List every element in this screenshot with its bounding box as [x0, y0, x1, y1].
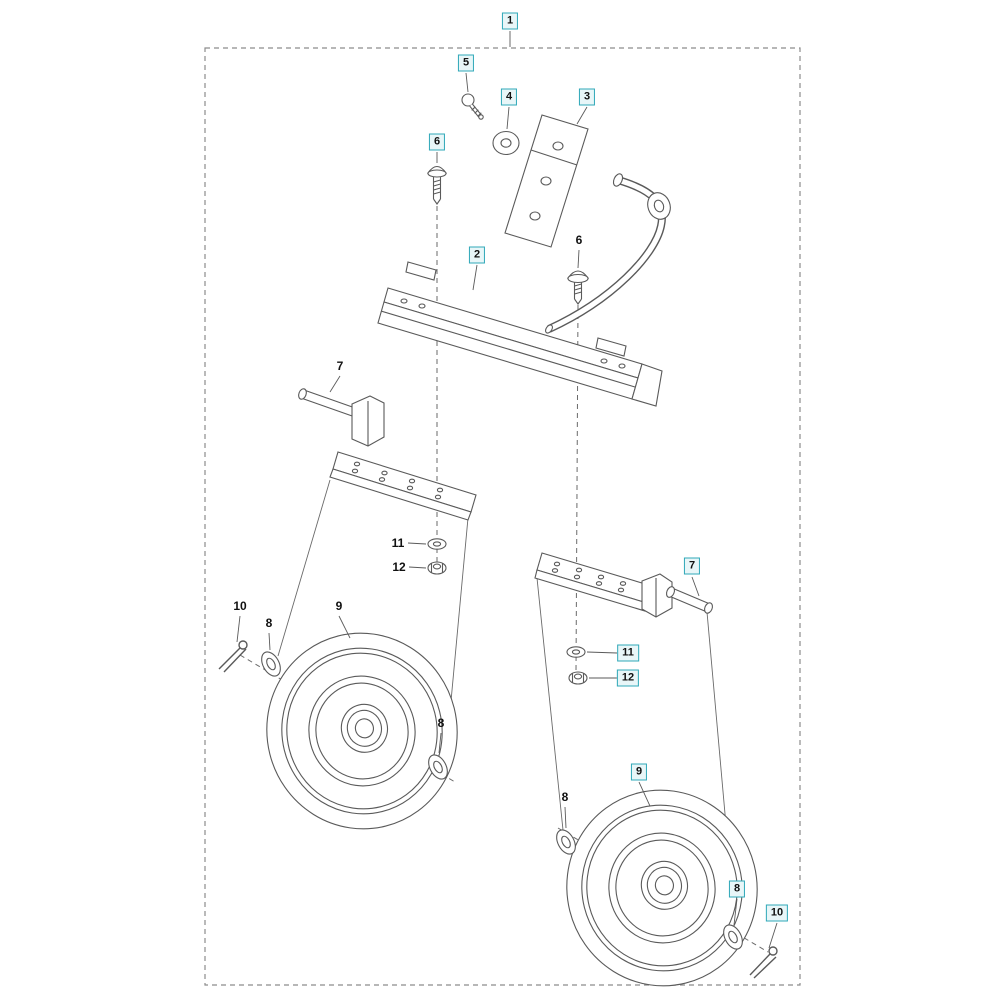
washer-11-left-drawing [427, 538, 447, 550]
callout-4-washer[interactable]: 4 [500, 88, 518, 106]
washer-8-middle-drawing [428, 754, 448, 780]
callout-leader-lines [236, 31, 778, 949]
washer-4-drawing [492, 130, 520, 156]
washer-8-left-drawing [261, 651, 281, 677]
wheel-right-drawing [566, 789, 758, 987]
callout-3-bracket[interactable]: 3 [578, 88, 596, 106]
callout-10-pin-right[interactable]: 10 [765, 904, 789, 922]
hinge-bracket-drawing [504, 114, 589, 248]
callout-6-screw-left[interactable]: 6 [428, 133, 446, 151]
callout-8-washer-right-outer[interactable]: 8 [728, 880, 746, 898]
nut-12-left-drawing [427, 561, 447, 575]
handle-rod-drawing [544, 173, 671, 334]
callout-2-crossbar[interactable]: 2 [468, 246, 486, 264]
washer-11-right-drawing [566, 646, 586, 658]
crossbar-drawing [377, 261, 663, 407]
callout-8-washer-left: 8 [265, 616, 273, 630]
axle-bracket-left-drawing [298, 388, 477, 521]
callout-9-wheel-left: 9 [335, 599, 343, 613]
callout-9-wheel-right[interactable]: 9 [630, 763, 648, 781]
cotter-pin-right-drawing [749, 946, 778, 979]
callout-11-washer-right[interactable]: 11 [617, 644, 639, 662]
callout-8-washer-right-inner: 8 [561, 790, 569, 804]
assembly-boundary-frame [204, 47, 801, 986]
bolt-drawing [461, 93, 484, 120]
washer-8-right-outer-drawing [723, 924, 743, 950]
nut-12-right-drawing [568, 671, 588, 685]
callout-11-washer-left: 11 [391, 536, 405, 550]
callout-5-bolt[interactable]: 5 [457, 54, 475, 72]
screw-left-drawing [426, 165, 448, 205]
callout-8-washer-middle: 8 [437, 716, 445, 730]
callout-10-pin-left: 10 [233, 599, 247, 613]
wheel-left-drawing [266, 632, 458, 830]
callout-12-nut-left: 12 [392, 560, 406, 574]
callout-6-screw-middle: 6 [575, 233, 583, 247]
cotter-pin-left-drawing [218, 640, 248, 673]
axle-bracket-right-drawing [534, 552, 713, 618]
callout-7-axle-right[interactable]: 7 [683, 557, 701, 575]
washer-8-right-inner-drawing [556, 829, 576, 855]
callout-7-axle-left: 7 [336, 359, 344, 373]
callout-12-nut-right[interactable]: 12 [616, 669, 640, 687]
callout-1-frame[interactable]: 1 [501, 12, 519, 30]
screw-middle-drawing [566, 270, 590, 305]
